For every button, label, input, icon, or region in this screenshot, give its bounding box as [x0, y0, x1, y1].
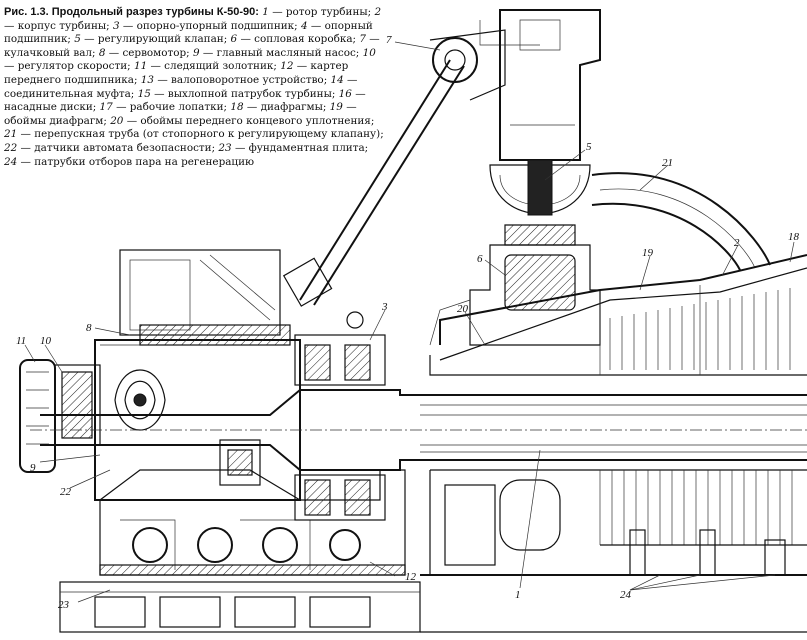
leader-lines: [24, 41, 795, 603]
callout-labels: 1 2 3 5 6 7 8 9 10 11 12 18 19 20 21 22 …: [16, 34, 800, 611]
legend-number: 23: [218, 141, 232, 154]
legend-number: 8: [98, 46, 106, 59]
callout-22: 22: [60, 486, 72, 498]
legend-number: 17: [99, 101, 113, 114]
legend-number: 22: [4, 141, 18, 154]
legend-text: — сопловая коробка;: [237, 33, 360, 46]
legend-number: 19: [329, 101, 343, 114]
callout-9: 9: [30, 462, 36, 474]
legend-number: 1: [262, 6, 269, 18]
turbine-casing: [429, 254, 807, 376]
regulating-valve: [489, 9, 601, 246]
callout-6: 6: [477, 253, 483, 265]
legend-number: 4: [300, 19, 308, 32]
turbine-rotor: [30, 389, 807, 471]
callout-24: 24: [620, 589, 632, 601]
callout-2: 2: [734, 237, 740, 249]
legend-text: — диафрагмы;: [243, 101, 330, 114]
legend-text: — датчики автомата безопасности;: [17, 141, 219, 154]
figure-caption: Рис. 1.3. Продольный разрез турбины К-50…: [4, 6, 384, 169]
callout-12: 12: [405, 571, 417, 583]
legend-text: — фундаментная плита;: [231, 141, 369, 154]
legend-text: — регулятор скорости;: [4, 60, 134, 73]
callout-20: 20: [457, 303, 469, 315]
legend-number: 6: [230, 33, 238, 46]
cam-shaft-linkage: [282, 20, 540, 307]
callout-23: 23: [58, 599, 70, 611]
legend-text: — выхлопной патрубок турбины;: [150, 87, 339, 100]
legend-number: 13: [140, 73, 155, 86]
legend-text: — корпус турбины;: [4, 19, 113, 32]
legend-text: — перепускная труба (от стопорного к рег…: [17, 128, 384, 141]
legend-number: 11: [133, 60, 148, 73]
callout-11: 11: [16, 335, 26, 347]
legend-text: — главный масляный насос;: [199, 46, 363, 59]
legend-number: 14: [330, 73, 344, 86]
front-unit: [19, 249, 301, 501]
legend-text: — картер переднего подшипника;: [4, 60, 349, 86]
legend-text: — обоймы переднего концевого уплотнения;: [123, 114, 375, 127]
legend-text: — опорно-упорный подшипник;: [119, 19, 301, 32]
legend-text: — валоповоротное устройство;: [154, 73, 331, 86]
legend-number: 12: [280, 60, 294, 73]
legend-text: — опорный подшипник;: [4, 19, 373, 46]
legend-text: — рабочие лопатки;: [112, 101, 231, 114]
legend-number: 2: [374, 6, 382, 18]
legend-number: 9: [192, 46, 200, 59]
legend-text: — соединительная муфта;: [4, 73, 358, 100]
figure-title: Рис. 1.3. Продольный разрез турбины К-50…: [4, 6, 259, 18]
callout-7: 7: [386, 34, 392, 46]
legend-number: 3: [112, 19, 120, 32]
legend-text: — ротор турбины;: [268, 6, 375, 18]
callout-19: 19: [642, 247, 654, 259]
callout-21: 21: [662, 157, 673, 169]
lower-casing: [429, 469, 807, 576]
bypass-pipe: [591, 172, 771, 271]
legend-text: — следящий золотник;: [147, 60, 281, 73]
legend-number: 15: [137, 87, 151, 100]
legend-number: 20: [110, 114, 124, 127]
callout-10: 10: [40, 335, 52, 347]
legend-number: 16: [338, 87, 352, 100]
legend-number: 18: [230, 101, 244, 114]
legend-number: 5: [74, 33, 81, 46]
callout-5: 5: [586, 141, 592, 153]
legend-text: — сервомотор;: [105, 46, 193, 59]
legend-list: 1 — ротор турбины; 2 — корпус турбины; 3…: [4, 6, 384, 168]
legend-text: — насадные диски;: [4, 87, 366, 114]
legend-text: — патрубки отборов пара на регенерацию: [17, 155, 255, 168]
legend-text: — обоймы диафрагм;: [4, 101, 357, 127]
foundation-plate: [59, 574, 807, 633]
callout-18: 18: [788, 231, 800, 243]
front-bearing-housing: [99, 469, 406, 576]
legend-number: 7: [359, 33, 366, 46]
callout-1: 1: [515, 589, 521, 601]
legend-number: 21: [4, 128, 18, 141]
thrust-bearing: [294, 311, 386, 521]
legend-number: 24: [4, 155, 18, 168]
callout-8: 8: [86, 322, 92, 334]
legend-number: 10: [362, 46, 376, 59]
legend-text: — регулирующий клапан;: [80, 33, 231, 46]
callout-3: 3: [381, 301, 388, 313]
legend-text: — кулачковый вал;: [4, 33, 380, 59]
